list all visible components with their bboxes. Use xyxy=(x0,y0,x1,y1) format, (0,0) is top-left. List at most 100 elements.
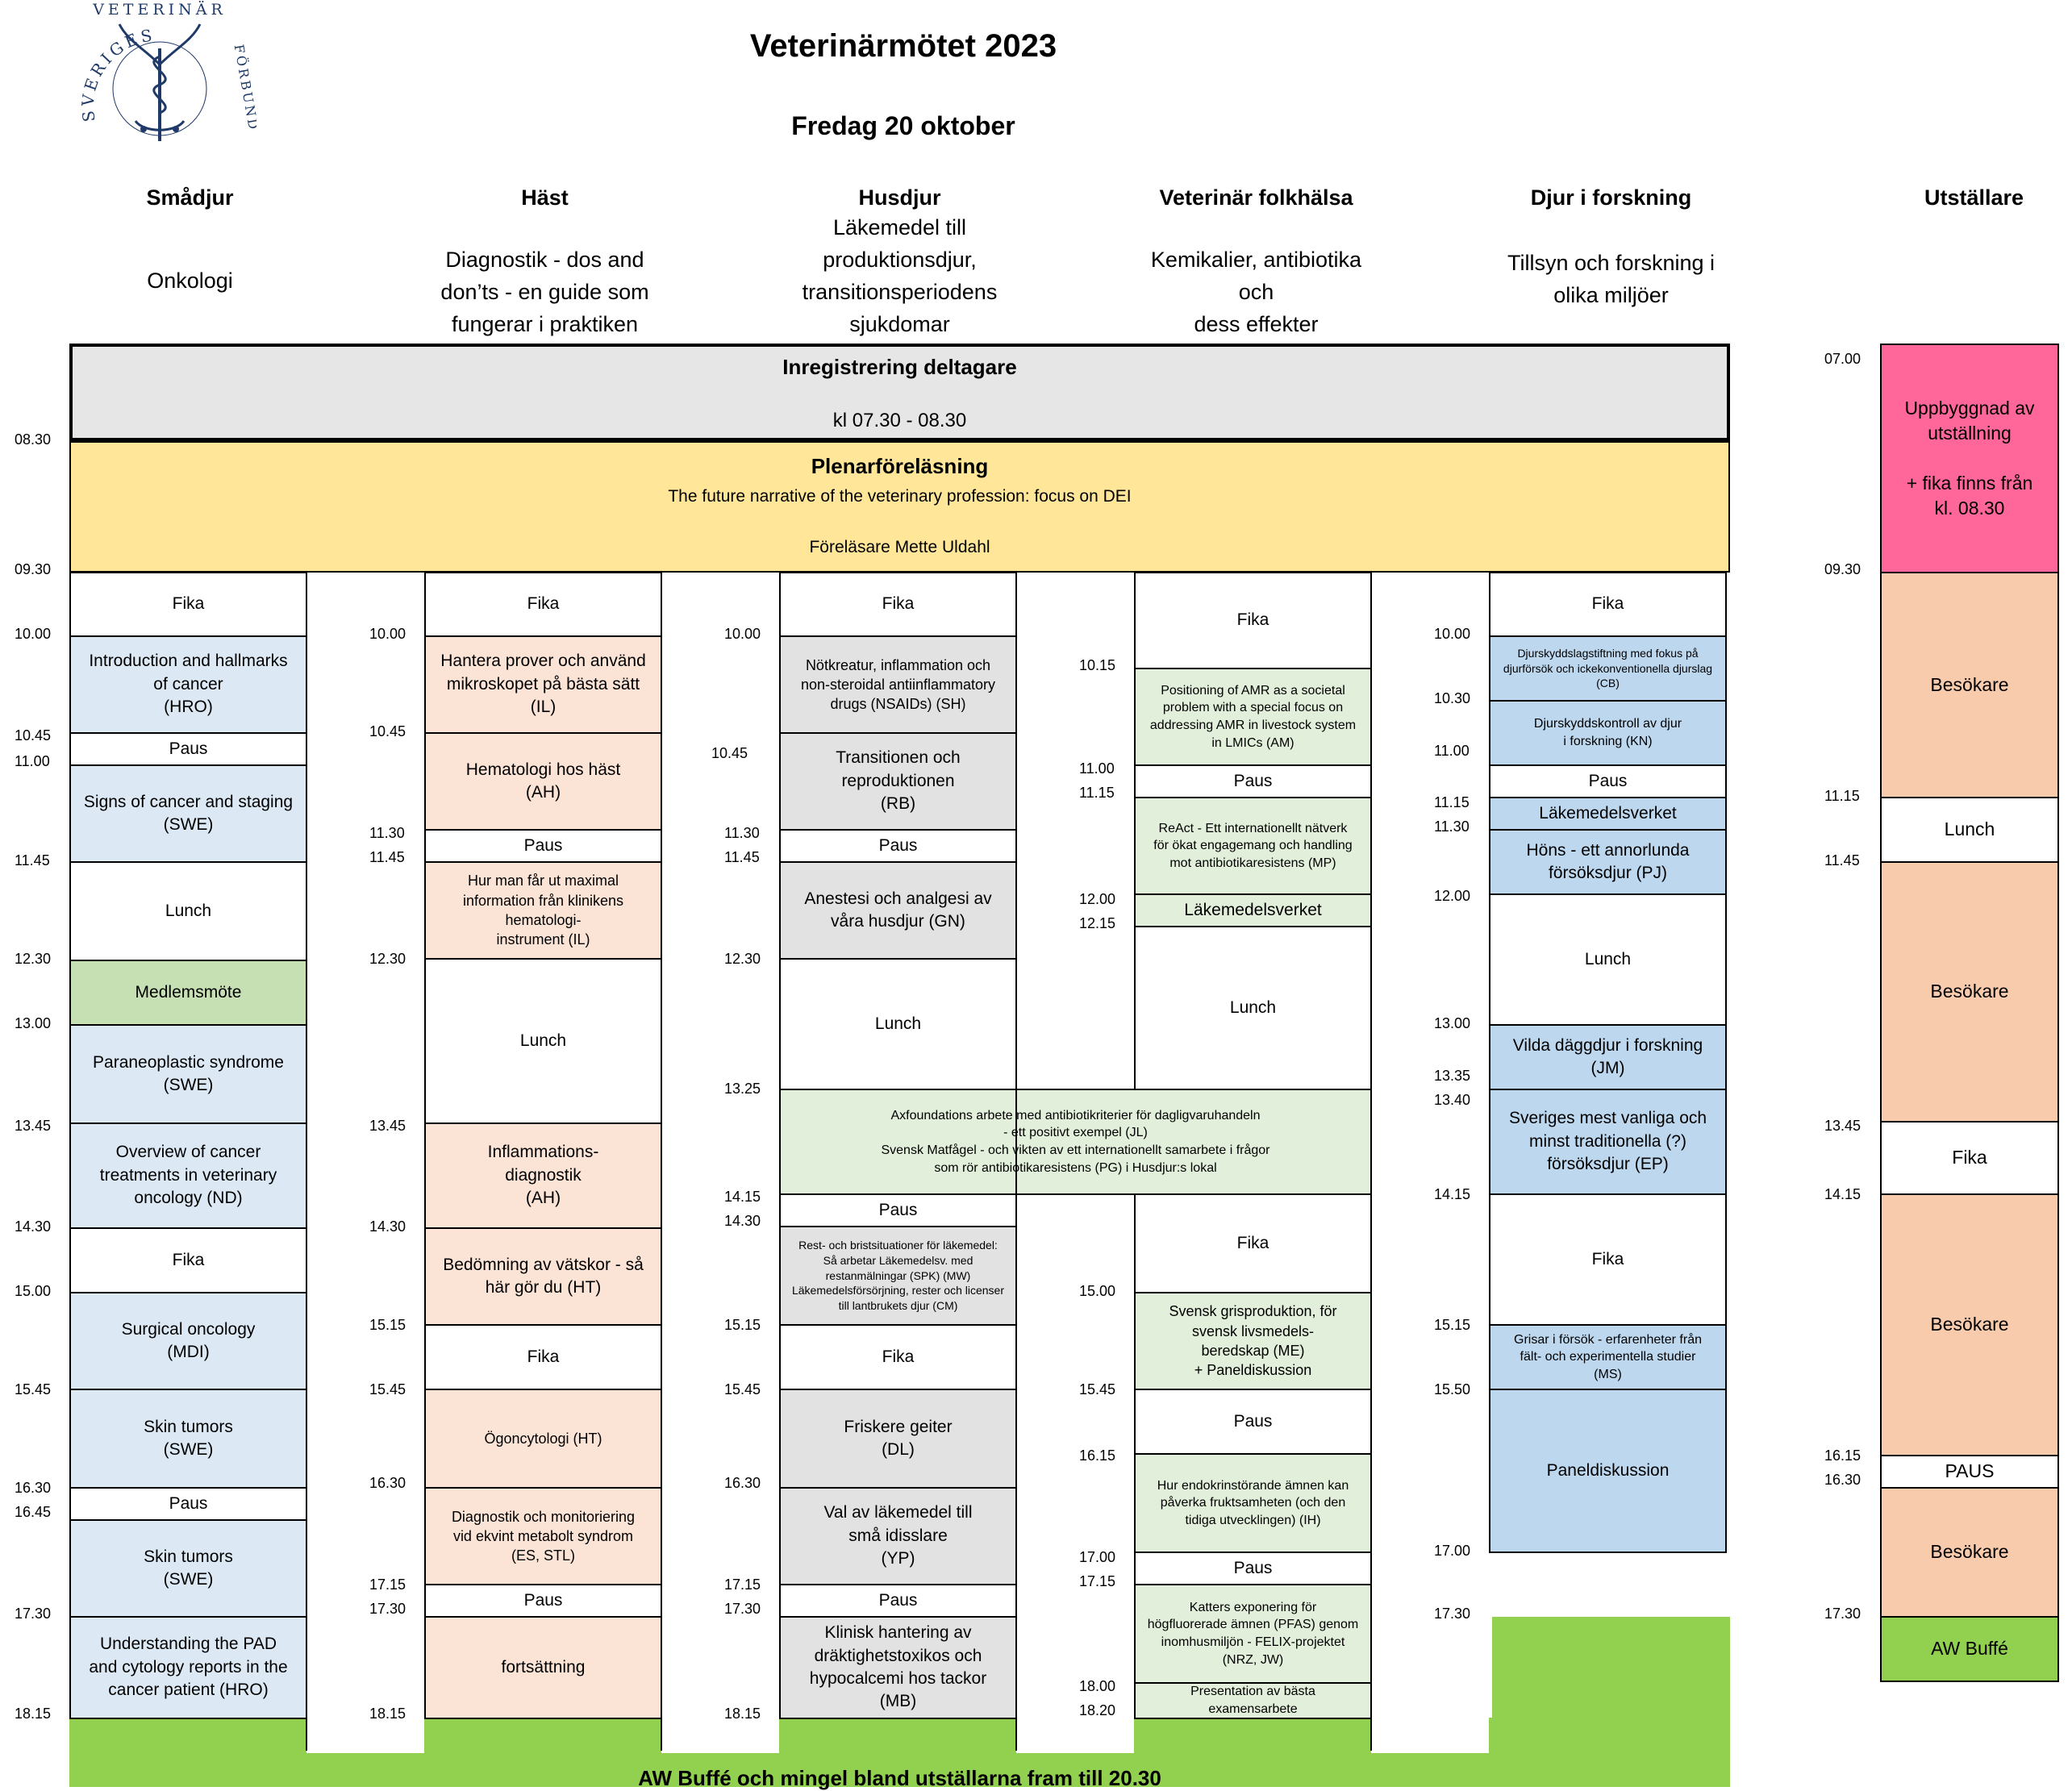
time-label: 17.00 xyxy=(1079,1549,1116,1565)
gap-1 xyxy=(306,1718,424,1753)
hast-fika: Fika xyxy=(424,572,662,637)
time-label: 11.45 xyxy=(1824,852,1860,868)
time-label: 12.30 xyxy=(724,951,761,967)
forskning-session: Sveriges mest vanliga och minst traditio… xyxy=(1489,1089,1727,1195)
time-label: 09.30 xyxy=(1824,561,1861,577)
time-label: 10.15 xyxy=(1079,657,1116,673)
smadjur-medlemsmote: Medlemsmöte xyxy=(69,960,307,1026)
forskning-session: Vilda däggdjur i forskning (JM) xyxy=(1489,1024,1727,1090)
folkhalsa-paus: Paus xyxy=(1134,1389,1372,1455)
column-divider xyxy=(1370,572,1372,1751)
utstallare-besokare: Besökare xyxy=(1880,572,2059,798)
utstallare-uppbyggnad: Uppbyggnad av utställning + fika finns f… xyxy=(1880,344,2059,573)
hast-fika: Fika xyxy=(424,1324,662,1390)
smadjur-paus: Paus xyxy=(69,1487,307,1521)
time-label: 15.00 xyxy=(1079,1283,1116,1299)
time-label: 16.30 xyxy=(724,1475,761,1491)
time-label: 13.40 xyxy=(1434,1092,1471,1108)
time-label: 13.25 xyxy=(724,1081,761,1097)
folkhalsa-lunch: Lunch xyxy=(1134,926,1372,1090)
time-label: 14.30 xyxy=(369,1218,406,1235)
smadjur-session: Skin tumors (SWE) xyxy=(69,1519,307,1618)
registration-time: kl 07.30 - 08.30 xyxy=(832,410,967,431)
time-label: 11.00 xyxy=(15,753,50,769)
husdjur-fika: Fika xyxy=(779,1324,1017,1390)
hast-session: fortsättning xyxy=(424,1616,662,1719)
time-label: 11.30 xyxy=(369,825,405,841)
time-label: 17.30 xyxy=(724,1601,761,1617)
forskning-session: Höns - ett annorlunda försöksdjur (PJ) xyxy=(1489,829,1727,895)
column-header-forskning: Djur i forskning xyxy=(1530,185,1692,210)
forskning-buffet-area xyxy=(1492,1617,1730,1718)
smadjur-session: Understanding the PAD and cytology repor… xyxy=(69,1616,307,1719)
time-label: 16.15 xyxy=(1079,1447,1116,1464)
plenary-lecture-title: Plenarföreläsning xyxy=(811,454,989,478)
time-label: 13.35 xyxy=(1434,1068,1471,1084)
column-topic-forskning: Tillsyn och forskning i olika miljöer xyxy=(1507,251,1716,307)
gap-4 xyxy=(1371,1718,1489,1753)
time-label: 13.00 xyxy=(1434,1015,1471,1031)
folkhalsa-session: Hur endokrinstörande ämnen kan påverka f… xyxy=(1134,1453,1372,1553)
time-label: 08.30 xyxy=(15,431,52,448)
smadjur-session: Surgical oncology (MDI) xyxy=(69,1292,307,1390)
column-topic-smadjur: Onkologi xyxy=(147,269,233,293)
registration-block: Inregistrering deltagare kl 07.30 - 08.3… xyxy=(69,344,1730,441)
utstallare-aw-buffe: AW Buffé xyxy=(1880,1616,2059,1682)
forskning-session: Djurskyddslagstiftning med fokus på djur… xyxy=(1489,635,1727,702)
time-label: 14.15 xyxy=(1824,1186,1861,1202)
column-header-utstallare: Utställare xyxy=(1924,185,2024,210)
hast-session: Hur man får ut maximal information från … xyxy=(424,861,662,960)
folkhalsa-fika: Fika xyxy=(1134,1193,1372,1293)
time-label: 17.15 xyxy=(1079,1573,1116,1589)
utstallare-besokare: Besökare xyxy=(1880,1487,2059,1618)
forskning-paus: Paus xyxy=(1489,764,1727,798)
husdjur-session: Nötkreatur, inflammation och non-steroid… xyxy=(779,635,1017,734)
smadjur-session: Overview of cancer treatments in veterin… xyxy=(69,1122,307,1229)
closing-buffet-label: AW Buffé och mingel bland utställarna fr… xyxy=(638,1766,1161,1790)
time-label: 17.15 xyxy=(369,1576,406,1593)
plenary-lecturer: Föreläsare Mette Uldahl xyxy=(809,538,990,556)
time-label: 12.15 xyxy=(1079,915,1116,931)
time-label: 10.00 xyxy=(724,626,761,642)
time-label: 12.00 xyxy=(1434,888,1471,904)
time-label: 10.45 xyxy=(15,727,52,743)
column-header-folkhalsa: Veterinär folkhälsa xyxy=(1159,185,1353,210)
column-header-smadjur: Smådjur xyxy=(146,185,234,210)
time-label: 11.15 xyxy=(1434,794,1470,810)
time-label: 12.30 xyxy=(369,951,406,967)
husdjur-paus: Paus xyxy=(779,829,1017,863)
time-label: 13.00 xyxy=(15,1015,52,1031)
smadjur-lunch: Lunch xyxy=(69,861,307,961)
time-label: 16.15 xyxy=(1824,1447,1861,1464)
time-label: 16.30 xyxy=(369,1475,406,1491)
utstallare-lunch: Lunch xyxy=(1880,797,2059,863)
time-label: 17.15 xyxy=(724,1576,761,1593)
logo-text-right: FÖRBUND xyxy=(231,43,256,132)
time-label: 11.30 xyxy=(1434,818,1470,835)
time-label: 10.00 xyxy=(369,626,406,642)
folkhalsa-paus: Paus xyxy=(1134,1552,1372,1585)
husdjur-paus: Paus xyxy=(779,1584,1017,1618)
time-label: 17.30 xyxy=(1824,1606,1861,1622)
smadjur-paus: Paus xyxy=(69,732,307,766)
hast-session: Hematologi hos häst (AH) xyxy=(424,732,662,831)
hast-paus: Paus xyxy=(424,829,662,863)
time-label: 15.45 xyxy=(724,1381,761,1397)
time-label: 12.00 xyxy=(1079,891,1116,907)
time-label: 16.45 xyxy=(15,1504,52,1520)
time-label: 15.45 xyxy=(369,1381,406,1397)
smadjur-session: Signs of cancer and staging (SWE) xyxy=(69,764,307,863)
husdjur-session: Rest- och bristsituationer för läkemedel… xyxy=(779,1226,1017,1326)
forskning-fika: Fika xyxy=(1489,572,1727,637)
smadjur-session: Introduction and hallmarks of cancer (HR… xyxy=(69,635,307,734)
time-label: 10.00 xyxy=(15,626,52,642)
logo-text-top: VETERINÄR xyxy=(92,0,227,19)
time-label: 10.30 xyxy=(1434,690,1471,706)
plenary-lecture-block: Plenarföreläsning The future narrative o… xyxy=(69,441,1730,573)
husdjur-session: Transitionen och reproduktionen (RB) xyxy=(779,732,1017,831)
smadjur-fika: Fika xyxy=(69,572,307,637)
folkhalsa-paus: Paus xyxy=(1134,764,1372,798)
forskning-paneldiskussion: Paneldiskussion xyxy=(1489,1389,1727,1553)
folkhalsa-session: Svensk grisproduktion, för svensk livsme… xyxy=(1134,1292,1372,1390)
column-header-hast: Häst xyxy=(521,185,569,210)
